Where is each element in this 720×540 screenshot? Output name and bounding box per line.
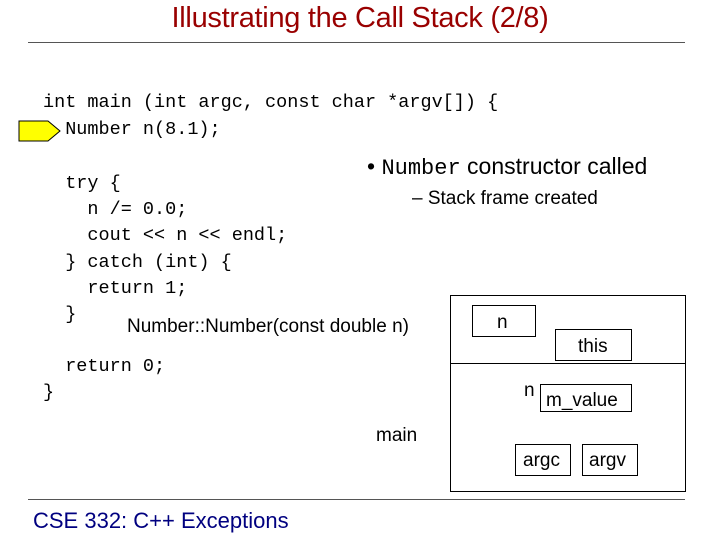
- code-line: return 1;: [43, 278, 188, 299]
- main-n-label: n: [524, 380, 535, 401]
- code-line: Number n(8.1);: [43, 119, 221, 140]
- main-m-value-cell: [540, 384, 632, 412]
- code-line: cout << n << endl;: [43, 225, 288, 246]
- argv-cell: [582, 444, 638, 476]
- argc-cell: [515, 444, 571, 476]
- sub-bullet-stack-frame: – Stack frame created: [412, 188, 598, 209]
- ctor-n-cell: [472, 305, 536, 337]
- constructor-signature: Number::Number(const double n): [127, 316, 409, 337]
- code-line: try {: [43, 173, 121, 194]
- code-line: int main (int argc, const char *argv[]) …: [43, 92, 499, 113]
- bullet-code: Number: [381, 156, 461, 181]
- code-line: } catch (int) {: [43, 252, 232, 273]
- ctor-n-label: n: [497, 312, 508, 333]
- main-m-value-label: m_value: [546, 390, 618, 411]
- argv-label: argv: [589, 450, 626, 471]
- footer-rule: [28, 499, 685, 500]
- code-line: return 0;: [43, 356, 166, 377]
- code-line: n /= 0.0;: [43, 199, 188, 220]
- ctor-this-cell: [555, 329, 632, 361]
- slide-footer: CSE 332: C++ Exceptions: [33, 508, 289, 533]
- bullet-constructor-called: • Number constructor called: [367, 153, 647, 181]
- current-line-arrow-icon: [18, 120, 61, 142]
- code-line: }: [43, 382, 55, 403]
- argc-label: argc: [523, 450, 560, 471]
- title-rule: [28, 42, 685, 43]
- bullet-marker: •: [367, 153, 376, 179]
- ctor-this-label: this: [578, 336, 608, 357]
- slide-title: Illustrating the Call Stack (2/8): [171, 2, 549, 34]
- code-line: }: [43, 304, 77, 325]
- main-frame-label: main: [376, 425, 418, 446]
- bullet-text: constructor called: [460, 153, 648, 179]
